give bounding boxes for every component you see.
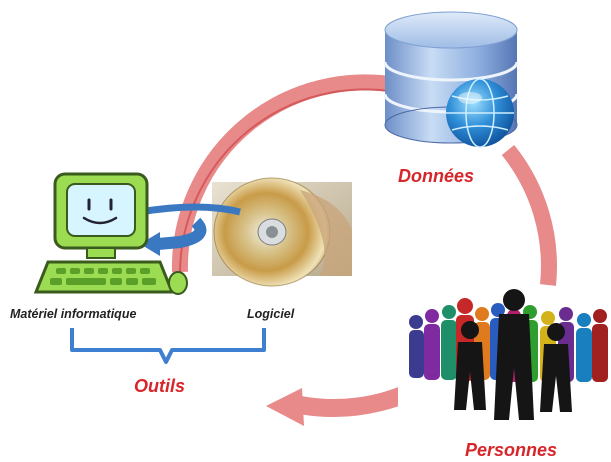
label-outils: Outils <box>134 376 185 396</box>
label-materiel-informatique: Matériel informatique <box>10 307 136 321</box>
label-donnees: Données <box>398 166 474 186</box>
disc-icon <box>212 177 352 287</box>
computer-icon <box>33 172 188 295</box>
return-arrow <box>139 203 241 256</box>
cycle-arrowhead <box>266 388 304 426</box>
globe-icon <box>446 78 514 148</box>
label-personnes: Personnes <box>465 440 557 460</box>
outils-brace <box>70 328 266 364</box>
label-logiciel: Logiciel <box>247 307 295 321</box>
people-icon <box>398 289 611 428</box>
